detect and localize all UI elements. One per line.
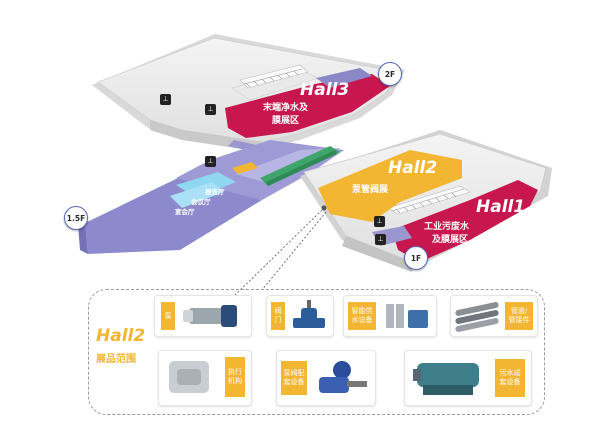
entrance-icon-1: ⊥ <box>160 94 171 105</box>
exhibit-card-pump[interactable]: 泵 <box>154 295 252 337</box>
pumpaux-tag: 泵阀配 套设备 <box>281 361 307 395</box>
pump-image <box>181 302 239 330</box>
corridor-label-b: 会议厅 <box>191 198 211 206</box>
exhibit-card-smart-water[interactable]: 智能供 水设备 <box>343 295 437 337</box>
pump-tag: 泵 <box>161 302 175 330</box>
entrance-icon-2: ⊥ <box>205 104 216 115</box>
corridor-label-a: 报告厅 <box>205 188 225 196</box>
hall1-title: Hall1 <box>476 197 526 217</box>
actuator-tag: 执行 机构 <box>225 357 245 397</box>
actuator-image <box>163 355 219 401</box>
hall3-desc-2: 膜展区 <box>272 116 300 126</box>
smart-tag: 智能供 水设备 <box>348 302 376 330</box>
hall3-desc-1: 末端净水及 <box>263 103 309 113</box>
hall2-exhibit-scope-box <box>88 289 545 415</box>
entrance-icon-4: ⊥ <box>374 216 385 227</box>
legend-subtitle: 展品范围 <box>96 354 136 365</box>
hall3-title: Hall3 <box>300 80 350 100</box>
hall2-area[interactable] <box>318 150 462 222</box>
corridor-1-5f <box>78 140 344 254</box>
sewage-image <box>409 355 489 401</box>
hall1-desc-1: 工业污废水 <box>424 222 470 232</box>
corridor-label-c: 宴会厅 <box>175 208 195 216</box>
entrance-icon-3: ⊥ <box>205 156 216 167</box>
pipe-image <box>454 301 501 333</box>
hall2-title-map: Hall2 <box>388 158 438 178</box>
entrance-icon-5: ⊥ <box>375 234 386 245</box>
valve-tag: 阀 门 <box>271 302 285 330</box>
exhibit-card-actuator[interactable]: 执行 机构 <box>158 350 252 406</box>
hall3-stair <box>316 68 372 88</box>
exhibit-card-pipe[interactable]: 管道/ 管接件 <box>450 295 538 337</box>
valve-image <box>291 300 329 332</box>
floor-badge-2f: 2F <box>378 62 402 86</box>
floor-badge-1-5f: 1.5F <box>64 206 88 230</box>
exhibit-card-sewage[interactable]: 污水成 套设备 <box>404 350 532 406</box>
legend-title: Hall2 <box>96 326 146 346</box>
hall3-area[interactable] <box>225 74 390 138</box>
smart-image <box>384 300 432 332</box>
hall12-floor-plate <box>300 130 552 272</box>
exhibit-card-valve[interactable]: 阀 门 <box>266 295 334 337</box>
pipe-tag: 管道/ 管接件 <box>505 302 533 330</box>
hall2-desc: 泵管阀展 <box>352 185 389 195</box>
hall1-desc-2: 及膜展区 <box>432 235 469 245</box>
callout-line <box>229 209 327 301</box>
exhibit-card-pump-aux[interactable]: 泵阀配 套设备 <box>276 350 376 406</box>
floor-badge-1f: 1F <box>404 246 428 270</box>
sewage-tag: 污水成 套设备 <box>495 359 525 397</box>
hall1-area[interactable] <box>392 180 538 262</box>
pumpaux-image <box>313 357 371 399</box>
